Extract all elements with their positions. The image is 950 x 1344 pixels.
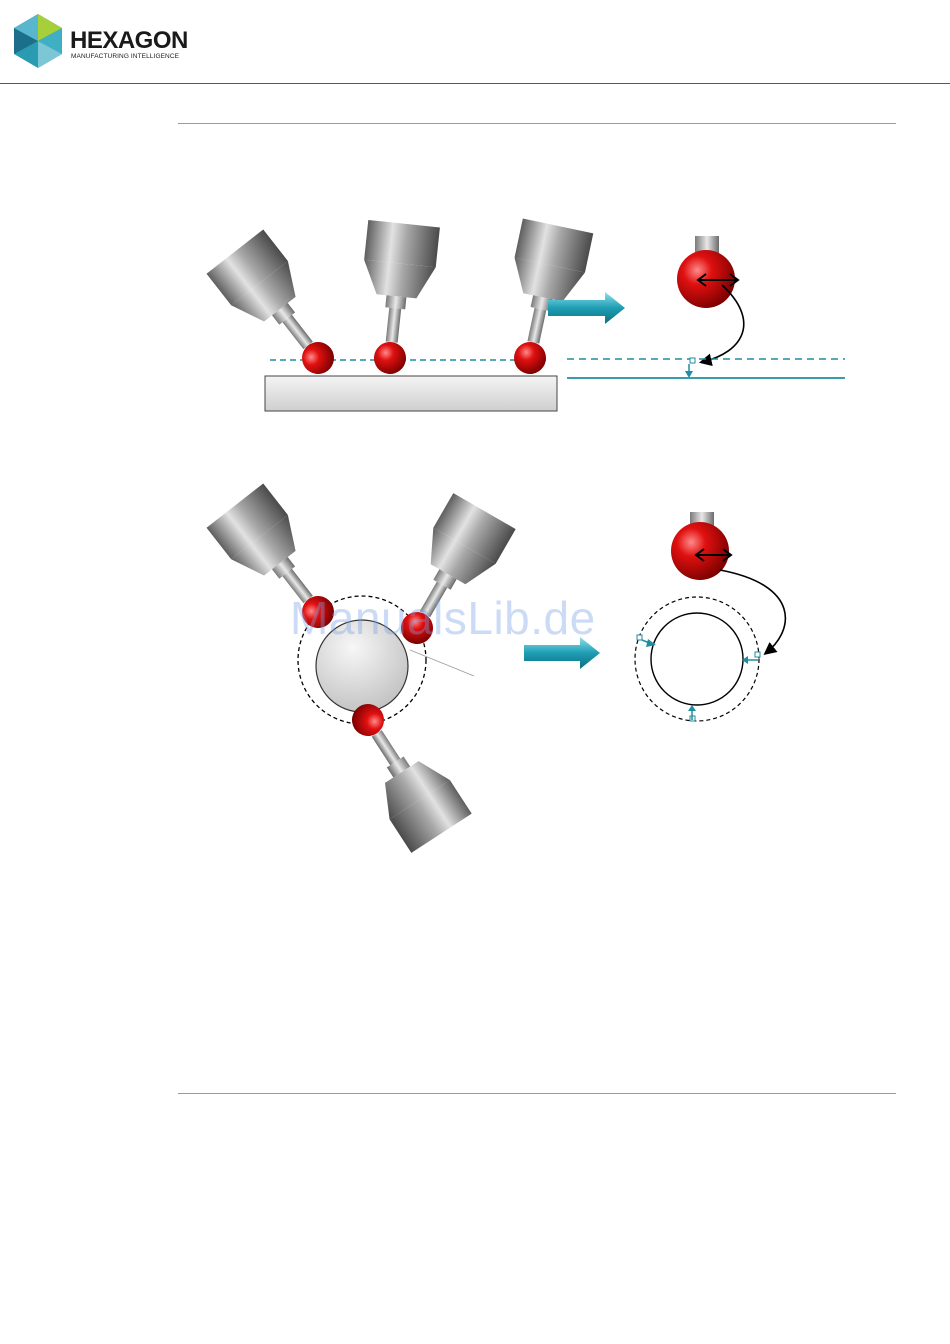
plane-probing-diagram: [207, 218, 594, 411]
compensated-circle: [651, 613, 743, 705]
circle-result-diagram: [635, 512, 785, 721]
workpiece-cylinder: [316, 620, 408, 712]
section-divider-bottom: [178, 1093, 896, 1094]
probe-upper-right: [378, 493, 516, 660]
circle-probing-diagram: [207, 483, 516, 852]
probe-upper-left: [207, 483, 357, 646]
transform-arrow-bottom: [524, 637, 600, 669]
probe-tilted: [207, 229, 357, 392]
workpiece-plate: [265, 376, 557, 411]
probe-vertical-right: [491, 218, 593, 381]
probe-vertical-left: [353, 220, 440, 378]
